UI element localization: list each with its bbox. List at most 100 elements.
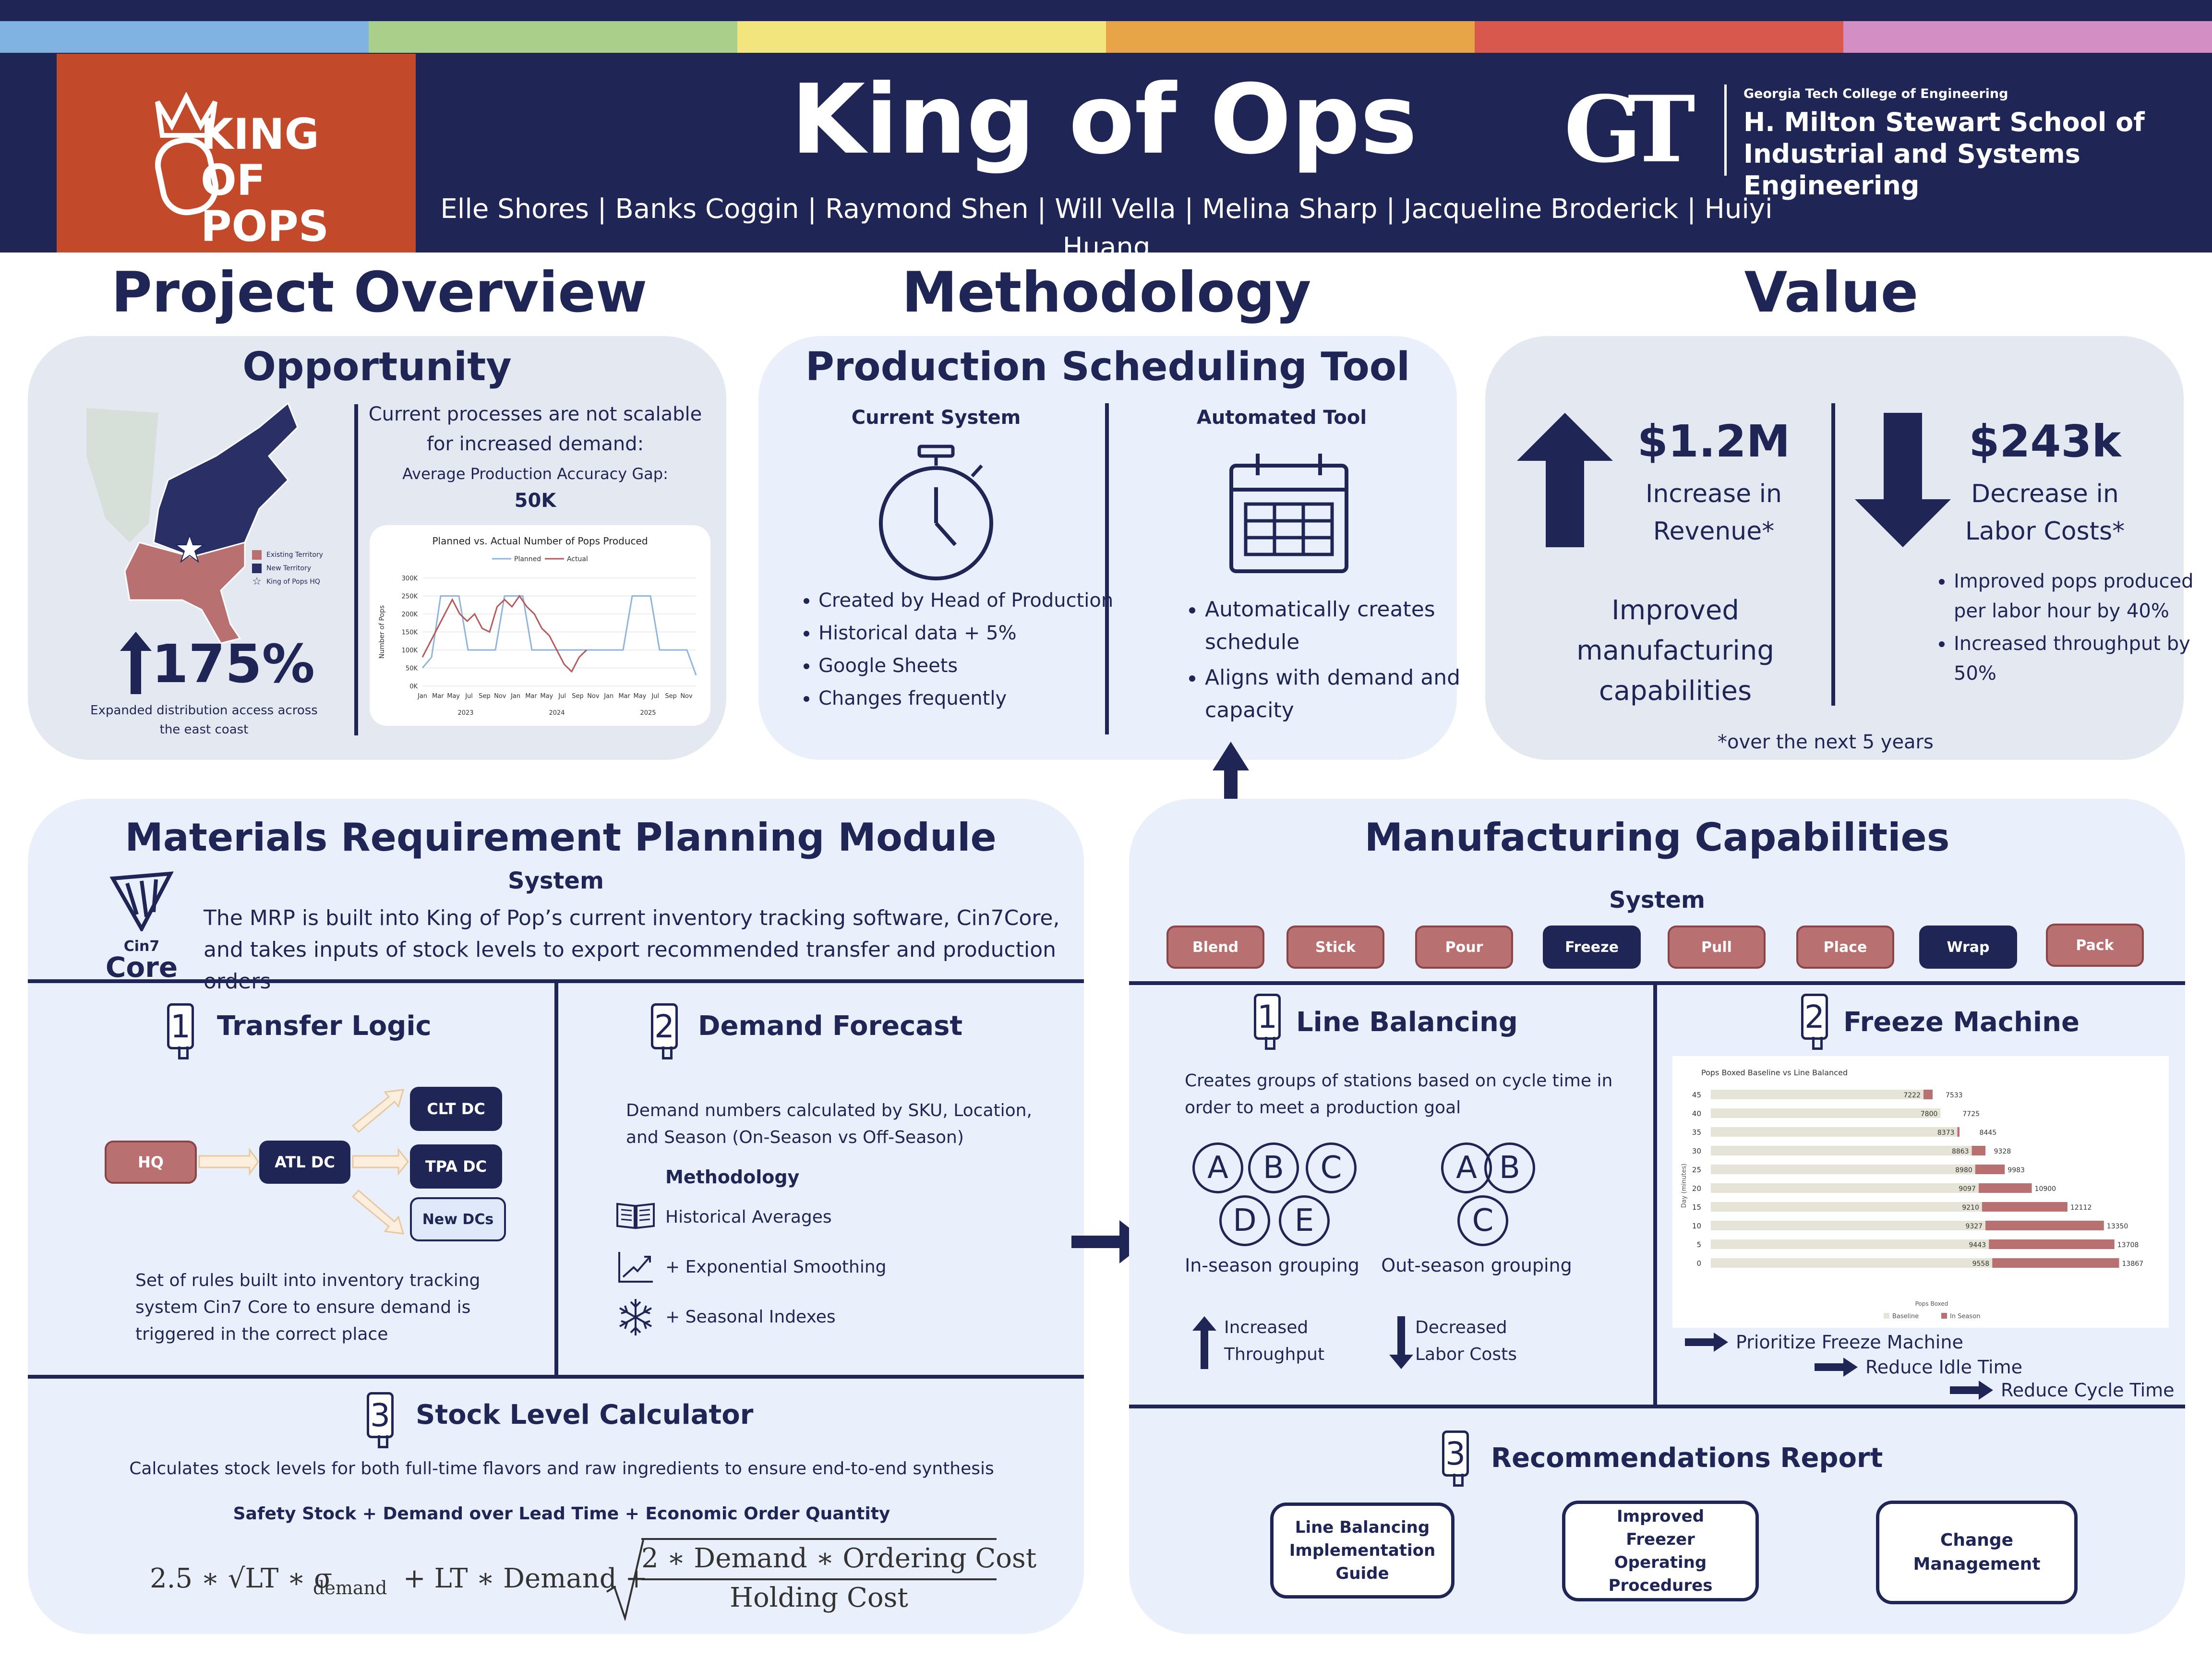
forecast-item-historical: Historical Averages [665,1207,832,1227]
baseline-label: 8863 [1952,1148,1969,1155]
mrp-bottom-divider [28,1375,1084,1379]
y-tick: 100K [402,647,418,654]
freeze-bar-chart: Pops Boxed Baseline vs Line BalancedDay … [1681,1068,2143,1320]
x-tick: May [447,693,460,700]
step-pack: Pack [2046,924,2144,967]
new-dcs-node: New DCs [410,1197,506,1241]
in-season-label: 9328 [1994,1148,2011,1155]
legend-label-1: In Season [1950,1313,1980,1320]
hq-node: HQ [105,1141,197,1184]
series-line-actual [421,594,588,673]
step-3-tag: 3 [367,1392,394,1448]
baseline-label: 8373 [1937,1129,1955,1137]
formula-mid: + LT ∗ Demand + [395,1563,657,1594]
action-arrow-icon [1950,1381,1993,1400]
x-tick: Nov [680,693,693,700]
bar-in-season [1992,1258,2119,1268]
opportunity-title: Opportunity [242,344,512,390]
y-tick: 25 [1692,1166,1701,1174]
line-balancing-text: Creates groups of stations based on cycl… [1185,1071,1613,1118]
report-change-management: Change Management [1876,1501,2078,1604]
x-tick: Jul [465,693,473,700]
throughput-up-arrow-icon [1192,1316,1216,1369]
mrp-description: The MRP is built into King of Pop’s curr… [204,906,1060,994]
step-blend: Blend [1166,926,1264,969]
east-coast-map [86,402,299,644]
current-item: Created by Head of Production [818,586,1135,615]
cin7-logo-icon [109,871,174,931]
recommendations-title: Recommendations Report [1491,1443,1883,1474]
freeze-step-2-tag: 2 [1801,994,1828,1050]
mfg-title: Manufacturing Capabilities [1364,815,1950,860]
step-pull: Pull [1668,926,1766,969]
cin7-logo-text-1: Cin7 [123,938,160,955]
bar-baseline [1711,1127,1958,1137]
y-axis-label: Day (minutes) [1681,1164,1688,1208]
y-tick: 40 [1692,1109,1701,1118]
freeze-machine-title: Freeze Machine [1843,1007,2080,1038]
in-season-label: 13708 [2117,1241,2139,1249]
book-icon [616,1202,655,1229]
automated-tool-list: Automatically creates schedule Aligns wi… [1171,593,1483,730]
x-tick: Mar [618,693,630,700]
cost-item: Improved pops produced per labor hour by… [1954,566,2203,626]
legend-label-0: Baseline [1892,1313,1919,1320]
current-system-list: Created by Head of Production Historical… [785,586,1135,716]
in-season-label: 9983 [2008,1166,2025,1174]
bar-in-season [1957,1127,1960,1137]
planned-vs-actual-chart-card: Planned vs. Actual Number of Pops Produc… [370,525,710,726]
section-methodology: Methodology [902,260,1311,325]
y-tick: 250K [402,593,418,601]
in-season-label: In-season grouping [1185,1255,1359,1276]
cost-list: Improved pops produced per labor hour by… [1920,566,2203,691]
sqrt-symbol-icon [606,1539,644,1621]
x-tick: Sep [665,693,677,700]
bar-in-season [1982,1202,2068,1212]
station-d-in: D [1219,1195,1270,1246]
freeze-action-3: Reduce Cycle Time [2001,1380,2175,1401]
value-divider [1831,403,1835,706]
stripe-pink [1843,21,2212,53]
x-tick: Nov [494,693,506,700]
line-step-1-tag: 1 [1254,994,1281,1050]
poster-title: King of Ops [791,64,1418,176]
gt-school-1: H. Milton Stewart School of [1743,107,2145,137]
bar-in-season [1923,1090,1933,1099]
y-tick: 200K [402,611,418,618]
baseline-label: 9558 [1972,1260,1990,1268]
x-tick: Jan [603,693,613,700]
map-legend: Existing Territory New Territory ☆King o… [252,548,323,589]
up-connector-arrow-icon [1213,742,1249,838]
stripe-red [1475,21,1843,53]
planned-vs-actual-chart: Planned vs. Actual Number of Pops Produc… [378,535,697,717]
king-of-pops-logo: KING OF POPS [57,54,416,252]
mrp-mid-divider [554,983,558,1377]
mfg-mid-divider [1653,985,1657,1406]
popsicle-icon [155,92,219,216]
x-axis-label: Pops Boxed [1915,1300,1948,1307]
bar-baseline [1711,1165,1975,1174]
demand-forecast-text: Demand numbers calculated by SKU, Locati… [626,1101,1032,1147]
revenue-label: Increase in Revenue* [1646,480,1782,546]
transfer-arrows [198,1089,409,1235]
cost-label: Decrease in Labor Costs* [1965,480,2125,546]
revenue-up-arrow-icon [1517,413,1613,547]
clock-icon [879,445,993,580]
bar-baseline [1711,1108,1941,1118]
step-stick: Stick [1286,926,1384,969]
up-arrow-icon [120,632,152,694]
gap-value: 50K [514,490,556,512]
cin7-logo-text-2: Core [105,951,178,984]
in-season-label: 7725 [1962,1110,1980,1118]
section-project-overview: Project Overview [111,260,648,325]
legend-new: New Territory [252,562,323,575]
step-place: Place [1796,926,1894,969]
territory-caption: Expanded distribution access across the … [90,703,318,737]
bar-baseline [1711,1090,1923,1099]
baseline-label: 9097 [1959,1185,1976,1193]
year-label: 2023 [457,709,473,717]
labor-down-arrow-icon [1389,1316,1413,1369]
bar-baseline [1711,1146,1972,1155]
stock-calculator-text: Calculates stock levels for both full-ti… [129,1459,994,1479]
